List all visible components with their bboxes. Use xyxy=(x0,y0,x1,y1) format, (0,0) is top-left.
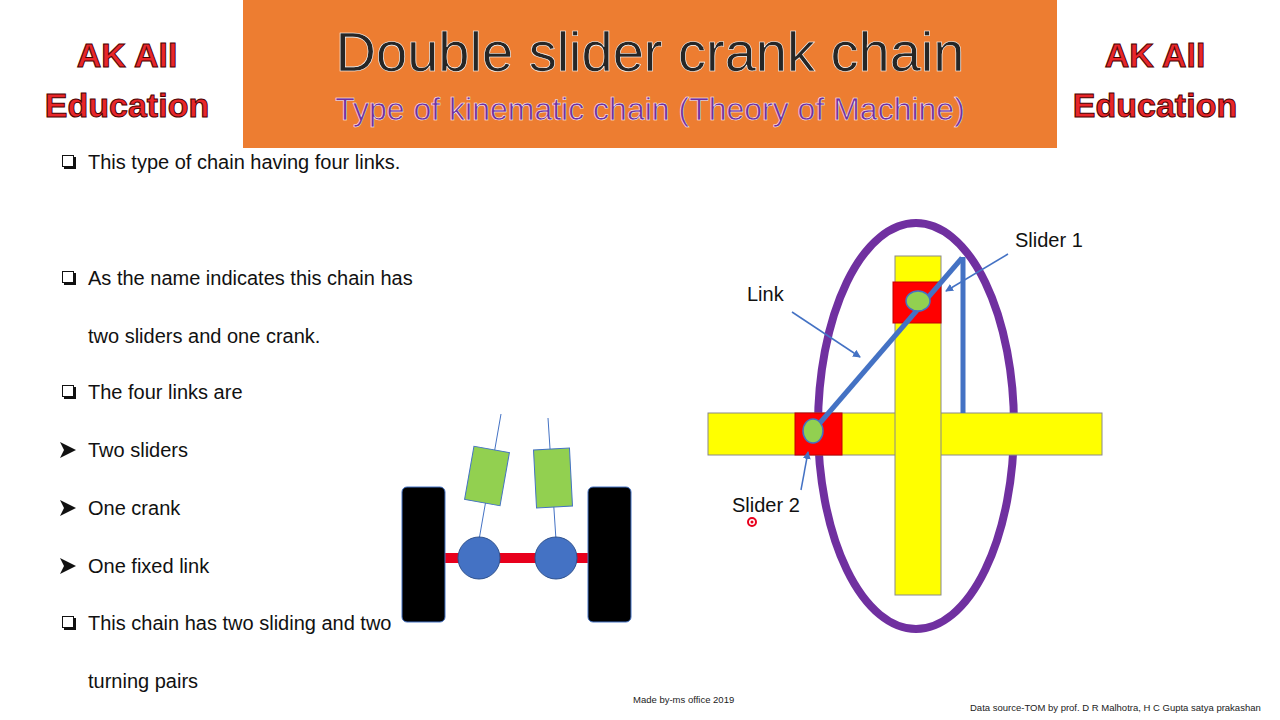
part-label: Link xyxy=(745,283,786,306)
pointer-dot xyxy=(751,521,754,524)
bullet-text-content: Two sliders xyxy=(88,439,188,461)
slider-block xyxy=(795,413,842,455)
bullet-item: One fixed link xyxy=(88,538,433,596)
brand-logo: AK All Education xyxy=(22,30,232,130)
bullet-text-content: One fixed link xyxy=(88,555,209,577)
horizontal-guide xyxy=(708,413,1102,455)
subtitle-text: Type of kinematic chain (Theory of Machi… xyxy=(335,89,965,131)
link-bar xyxy=(813,258,962,431)
joint xyxy=(535,537,577,579)
footnote: Made by-ms office 2019 xyxy=(633,694,734,705)
checkbox-bullet xyxy=(62,155,74,167)
bullet-text-content: As the name indicates this chain has two… xyxy=(88,267,413,347)
leader-line xyxy=(792,312,860,357)
footnote: Data source-TOM by prof. D R Malhotra, H… xyxy=(970,702,1261,713)
bullet-item: The four links are xyxy=(88,364,433,422)
pin-joint xyxy=(803,419,823,443)
bullet-text-content: This type of chain having four links. xyxy=(88,151,400,173)
slider-block xyxy=(534,448,573,508)
arrow-bullet xyxy=(60,500,76,516)
wheel xyxy=(402,487,445,622)
checkbox-bullet xyxy=(62,616,74,628)
title-banner: Double slider crank chainType of kinemat… xyxy=(243,0,1057,148)
leader-line xyxy=(946,254,1008,291)
bullet-text-content: One crank xyxy=(88,497,180,519)
arrow-bullet xyxy=(60,558,76,574)
wheel xyxy=(588,487,631,622)
pointer-dot xyxy=(748,518,756,526)
bullet-text-content: The four links are xyxy=(88,381,243,403)
mechanism xyxy=(708,223,1102,629)
title-text: Double slider crank chain xyxy=(336,18,965,85)
part-label: Slider 2 xyxy=(730,494,802,517)
checkbox-bullet xyxy=(62,271,74,283)
leader-line xyxy=(801,452,808,490)
slider-block xyxy=(465,446,510,505)
bullet-item: As the name indicates this chain has two… xyxy=(88,250,433,365)
bullet-text-content: This chain has two sliding and two turni… xyxy=(88,612,392,692)
checkbox-bullet xyxy=(62,385,74,397)
bullet-item: One crank xyxy=(88,480,433,538)
bullet-item: This type of chain having four links. xyxy=(88,134,433,192)
car-figure xyxy=(402,414,631,622)
part-label: Slider 1 xyxy=(1013,229,1085,252)
bullet-item: This chain has two sliding and two turni… xyxy=(88,595,433,710)
guide-cross xyxy=(896,413,940,455)
arrow-bullet xyxy=(60,442,76,458)
bullet-item: Two sliders xyxy=(88,422,433,480)
brand-logo: AK All Education xyxy=(1050,30,1260,130)
pin-joint xyxy=(906,291,930,311)
joint xyxy=(458,537,500,579)
